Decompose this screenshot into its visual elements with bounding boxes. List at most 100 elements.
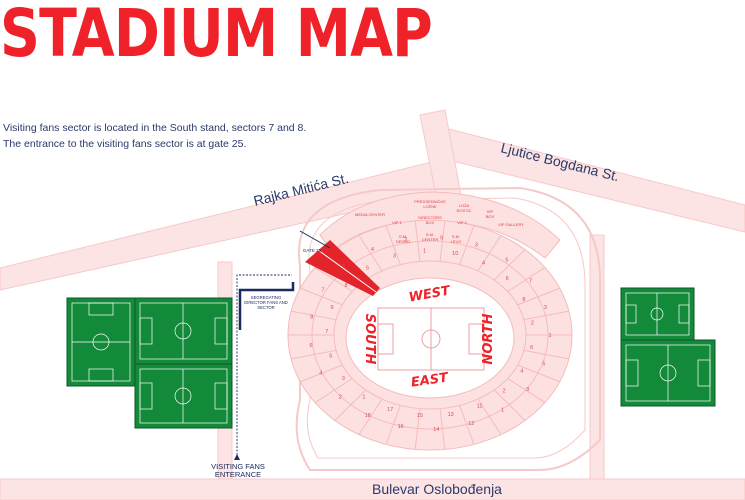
sector-number: 2 <box>531 321 534 327</box>
sector-divider <box>507 266 546 292</box>
entrance-arrow-icon <box>234 454 240 460</box>
training-pitch-2 <box>134 297 233 365</box>
sector-divider <box>334 389 367 421</box>
sector-divider <box>523 310 569 321</box>
sector-divider <box>414 408 421 450</box>
sector-divider <box>385 225 401 265</box>
stand-west-label: WEST <box>408 283 453 305</box>
route-dashed-path <box>236 274 292 455</box>
label-loze-rostic-2: ROSTIC <box>456 208 471 213</box>
sector-divider <box>459 405 475 445</box>
sector-number: 1 <box>548 333 551 339</box>
training-pitch-4 <box>620 287 695 341</box>
road-bulevar <box>0 478 745 500</box>
label-vip-gallery: VIP GALLERY <box>498 222 524 227</box>
sector-divider <box>477 235 502 272</box>
label-sm-center: S.M. <box>426 232 434 237</box>
main-pitch <box>377 307 485 371</box>
west-stand-upper <box>319 191 561 259</box>
sector-number: 5 <box>366 265 369 271</box>
sector-number: 4 <box>319 371 322 377</box>
label-vip2: VIP 2 <box>457 220 467 225</box>
sector-number: 5 <box>542 361 545 367</box>
label-loze-rostic: LOŽA <box>459 203 470 208</box>
stadium-bowl <box>287 191 573 451</box>
pitch-penalty-left <box>377 323 394 355</box>
segregating-label-1: SEGREGATING <box>251 295 281 300</box>
sector-number: 6 <box>309 343 312 349</box>
sector-divider <box>517 287 560 306</box>
label-vip-box-2: BOX <box>486 214 495 219</box>
sector-number: 10 <box>452 251 458 257</box>
pitch-center-circle <box>421 329 441 349</box>
intro-line-gate: The entrance to the visiting fans sector… <box>3 138 247 150</box>
sector-number: 9 <box>440 235 443 241</box>
label-vip1: VIP 1 <box>392 220 402 225</box>
sector-divider <box>439 220 446 262</box>
label-president-lounge-2: LOŽNE <box>423 204 437 209</box>
visiting-entrance-label-1[interactable]: VISITING FANS <box>211 462 265 471</box>
sector-divider <box>507 378 546 404</box>
label-media-center: MEDIA CENTER <box>355 212 385 217</box>
sector-number: 3 <box>475 242 478 248</box>
sector-number: 2 <box>503 388 506 394</box>
sector-divider <box>523 349 569 360</box>
training-pitch-1 <box>66 297 136 387</box>
visiting-sector-divider <box>317 249 377 293</box>
sector-number: 2 <box>339 395 342 401</box>
sector-number: 4 <box>482 260 485 266</box>
gate-25-label[interactable]: GATE 25 <box>303 248 322 253</box>
sector-number: 2 <box>404 237 407 243</box>
sector-divider <box>459 225 475 265</box>
sector-divider <box>291 349 337 360</box>
label-sm-left: S.M. <box>452 234 460 239</box>
sector-number: 4 <box>371 247 374 253</box>
sector-number: 7 <box>325 329 328 335</box>
sector-number: 18 <box>365 413 371 419</box>
sector-divider <box>493 389 526 421</box>
sector-number: 9 <box>331 305 334 311</box>
segregation-fence <box>238 282 295 330</box>
sector-divider <box>314 378 353 404</box>
label-president-lounge: PREDSEDNIČKE <box>414 199 446 204</box>
sector-number: 4 <box>520 368 523 374</box>
sector-number: 8 <box>345 283 348 289</box>
stand-south-label: SOUTH <box>362 314 377 365</box>
sector-divider <box>477 398 502 435</box>
sector-number: 17 <box>387 407 393 413</box>
visiting-route <box>236 230 331 455</box>
label-sm-right-2: DESNO <box>396 239 410 244</box>
sector-divider <box>300 287 343 306</box>
sector-number: 5 <box>329 354 332 360</box>
training-pitches-left <box>66 297 233 429</box>
sector-number: 13 <box>448 412 454 418</box>
training-pitch-3 <box>134 363 233 429</box>
sector-number: 6 <box>530 345 533 351</box>
sector-number: 7 <box>322 287 325 293</box>
stand-north-label: NORTH <box>481 313 496 364</box>
sector-number: 6 <box>342 264 345 270</box>
label-sm-left-2: LEVO <box>451 239 462 244</box>
training-pitches-right <box>620 287 716 407</box>
sector-divider <box>358 398 383 435</box>
sector-number: 8 <box>310 315 313 321</box>
visiting-entrance-label-2[interactable]: ENTERANCE <box>215 470 261 479</box>
sector-number: 8 <box>522 297 525 303</box>
sector-divider <box>385 405 401 445</box>
pitch-penalty-right <box>468 323 485 355</box>
sector-divider <box>291 310 337 321</box>
sector-number: 1 <box>362 394 365 400</box>
sector-number: 3 <box>526 387 529 393</box>
label-sm-center-2: CENTER <box>422 237 439 242</box>
sector-number: 3 <box>393 253 396 259</box>
sector-number: 1 <box>423 249 426 255</box>
training-pitch-5 <box>620 339 716 407</box>
sector-number: 16 <box>398 424 404 430</box>
sector-number: 1 <box>501 407 504 413</box>
plaza-outline-inner <box>306 197 586 459</box>
label-sm-right: S.M. <box>399 234 407 239</box>
sector-number: 12 <box>468 421 474 427</box>
label-directors-box-2: BOX <box>426 220 435 225</box>
sector-number: 11 <box>477 403 483 409</box>
